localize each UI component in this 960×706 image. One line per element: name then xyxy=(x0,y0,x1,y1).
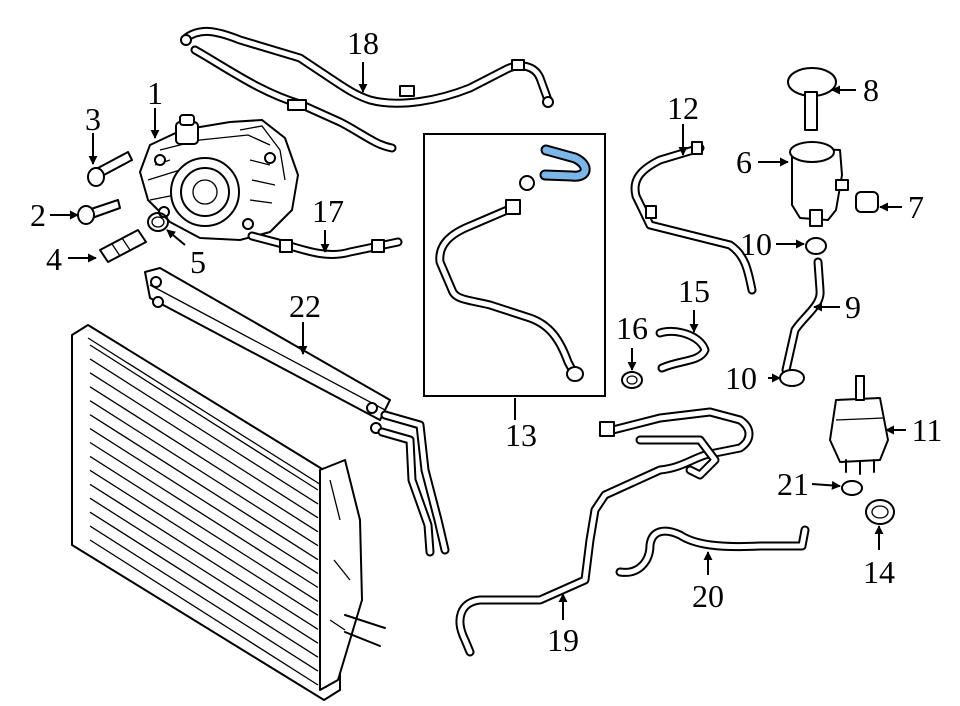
condenser-fin xyxy=(89,469,319,616)
part-10-clamp-upper xyxy=(805,237,827,255)
callout-labels: 1 2 3 4 5 6 7 8 9 10 10 11 12 13 14 15 1… xyxy=(30,25,942,658)
callout-9: 9 xyxy=(845,289,861,325)
part-13-box xyxy=(423,133,606,397)
part-6-reservoir xyxy=(789,141,849,227)
condenser-fin xyxy=(89,428,319,575)
condenser-fin xyxy=(89,386,319,533)
callout-19: 19 xyxy=(547,622,579,658)
callout-16: 16 xyxy=(616,310,648,346)
leader-lines xyxy=(50,62,906,620)
callout-17: 17 xyxy=(312,193,344,229)
part-21-clamp xyxy=(841,480,863,496)
part-18-hose-assembly xyxy=(180,27,554,153)
callout-10a: 10 xyxy=(740,226,772,262)
callout-22: 22 xyxy=(289,288,321,324)
condenser-fin xyxy=(89,511,319,658)
condenser-fin xyxy=(89,344,319,491)
part-17-hose xyxy=(247,231,403,259)
part-14-clamp xyxy=(865,499,895,525)
condenser-fin xyxy=(89,414,319,561)
part-19-hose xyxy=(455,407,754,657)
part-10-clamp-lower xyxy=(779,369,805,387)
callout-13: 13 xyxy=(505,417,537,453)
condenser-fin xyxy=(89,400,319,547)
part-5-o-ring xyxy=(147,212,169,232)
callout-12: 12 xyxy=(667,90,699,126)
callout-3: 3 xyxy=(85,101,101,137)
leader-5 xyxy=(166,229,186,246)
condenser-fin xyxy=(89,483,319,630)
callout-18: 18 xyxy=(347,25,379,61)
callout-7: 7 xyxy=(908,189,924,225)
callout-15: 15 xyxy=(678,273,710,309)
callout-10b: 10 xyxy=(725,360,757,396)
callout-20: 20 xyxy=(692,578,724,614)
condenser-fin xyxy=(89,455,319,602)
part-22-oil-cooler xyxy=(144,267,450,557)
callout-8: 8 xyxy=(863,72,879,108)
part-4-fitting xyxy=(99,229,147,263)
condenser-fin xyxy=(89,372,319,519)
callout-14: 14 xyxy=(863,554,895,590)
condenser-fin xyxy=(89,441,319,589)
part-3-bolt xyxy=(87,151,133,187)
part-1-ac-compressor xyxy=(139,114,299,241)
condenser-fin xyxy=(89,525,319,672)
part-8-cap xyxy=(787,67,837,131)
part-12-line xyxy=(630,141,757,295)
part-9-hose xyxy=(781,257,825,375)
callout-11: 11 xyxy=(912,412,943,448)
condenser-fin xyxy=(89,497,319,644)
condenser-fin xyxy=(89,358,319,505)
part-20-hose xyxy=(615,525,810,577)
callout-1: 1 xyxy=(147,75,163,111)
callout-6: 6 xyxy=(736,144,752,180)
condenser-fin xyxy=(89,539,319,686)
callout-21: 21 xyxy=(777,466,809,502)
part-2-bolt xyxy=(77,199,121,225)
part-16-clamp xyxy=(621,371,643,389)
part-7-grommet xyxy=(855,191,879,213)
callout-5: 5 xyxy=(190,244,206,280)
part-11-reservoir xyxy=(829,375,889,475)
condenser xyxy=(71,324,386,701)
part-13-hose-kit xyxy=(423,133,606,397)
leader-21 xyxy=(811,480,841,490)
callout-4: 4 xyxy=(46,241,62,277)
part-15-hose xyxy=(655,326,710,373)
callout-2: 2 xyxy=(30,197,46,233)
